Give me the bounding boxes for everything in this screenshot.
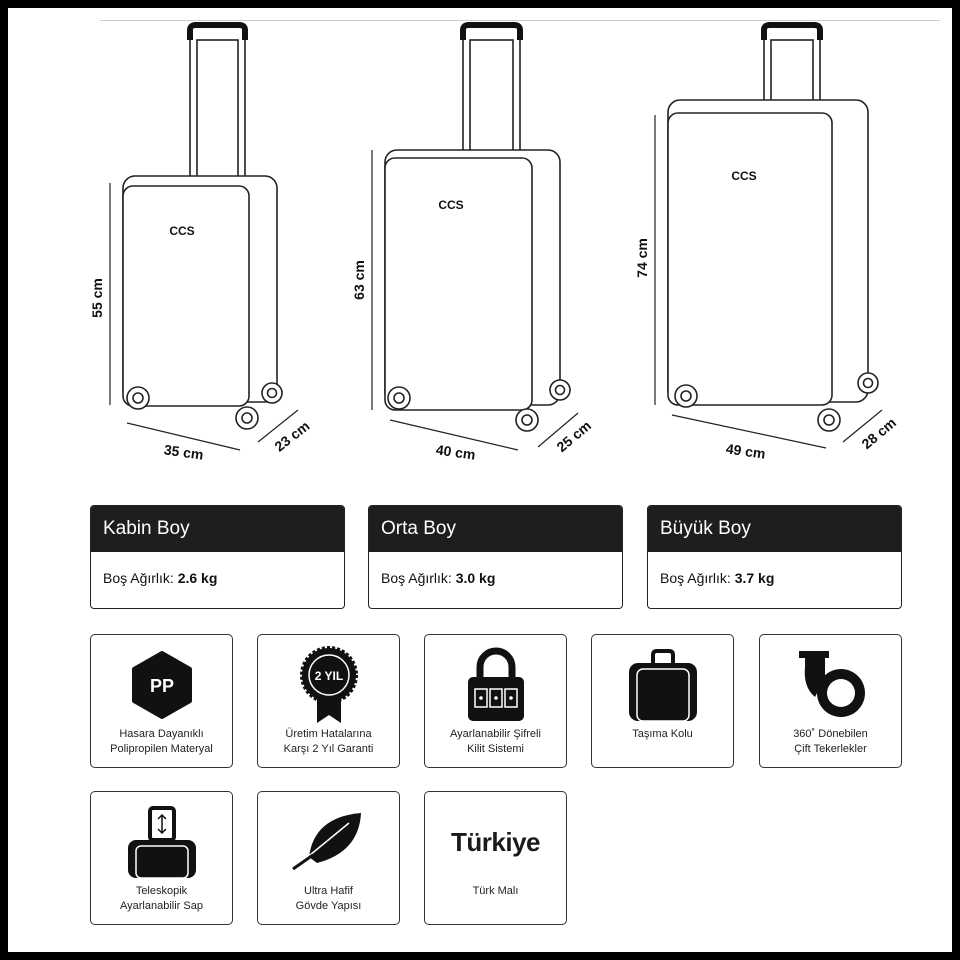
depth-label: 25 cm	[553, 417, 594, 455]
feather-icon	[291, 813, 361, 871]
feature-text: Ultra Hafif	[304, 885, 353, 897]
svg-text:PP: PP	[149, 676, 173, 696]
size-name: Kabin Boy	[91, 506, 344, 552]
weight-label: Boş Ağırlık:	[381, 570, 452, 586]
suitcase-cabin: CCS 55 cm 35 cm 23 cm	[89, 22, 312, 463]
brand-logo: CCS	[438, 198, 463, 212]
feature-carry-handle: Taşıma Kolu	[591, 634, 734, 768]
feature-text: Kilit Sistemi	[467, 743, 524, 755]
weight-value: 3.7 kg	[734, 570, 775, 586]
feature-text: Üretim Hatalarına	[285, 728, 372, 740]
height-label: 74 cm	[634, 238, 650, 278]
telescopic-handle-icon	[127, 806, 196, 879]
weight-label: Boş Ağırlık:	[660, 570, 731, 586]
weight-value: 3.0 kg	[455, 570, 496, 586]
feature-text: Karşı 2 Yıl Garanti	[283, 743, 374, 755]
brand-logo: CCS	[169, 224, 194, 238]
size-card-kabin: Kabin Boy Boş Ağırlık: 2.6 kg	[90, 505, 345, 609]
feature-text: Çift Tekerlekler	[794, 743, 867, 755]
divider	[100, 20, 940, 21]
carry-handle-icon	[628, 649, 697, 722]
suitcase-large: CCS 74 cm 49 cm 28 cm	[634, 22, 899, 462]
combination-lock-icon	[467, 647, 524, 721]
height-label: 55 cm	[89, 278, 105, 318]
size-name: Büyük Boy	[648, 506, 901, 552]
feature-text: Ayarlanabilir Şifreli	[450, 728, 541, 740]
feature-text: Polipropilen Materyal	[110, 743, 213, 755]
depth-label: 23 cm	[271, 418, 312, 455]
feature-text: Türk Malı	[472, 885, 519, 897]
size-name: Orta Boy	[369, 506, 622, 552]
width-label: 40 cm	[435, 441, 477, 462]
feature-made-in-turkey: Türkiye Türk Malı	[424, 791, 567, 925]
feature-text: Teleskopik	[135, 885, 188, 897]
feature-text: 360˚ Dönebilen	[793, 728, 868, 740]
feature-text: Ayarlanabilir Sap	[120, 900, 203, 912]
svg-text:2 YIL: 2 YIL	[314, 669, 342, 683]
suitcase-medium: CCS 63 cm 40 cm 25 cm	[351, 22, 594, 463]
weight-label: Boş Ağırlık:	[103, 570, 174, 586]
spinner-wheel-icon	[798, 651, 865, 717]
pp-hexagon-icon: PP	[131, 651, 192, 719]
warranty-rosette-icon: 2 YIL	[299, 646, 358, 723]
height-label: 63 cm	[351, 260, 367, 300]
depth-label: 28 cm	[858, 414, 899, 452]
weight-value: 2.6 kg	[177, 570, 218, 586]
width-label: 35 cm	[163, 441, 205, 462]
feature-text: Gövde Yapısı	[295, 900, 362, 912]
size-card-orta: Orta Boy Boş Ağırlık: 3.0 kg	[368, 505, 623, 609]
brand-logo: CCS	[731, 169, 756, 183]
feature-text: Taşıma Kolu	[632, 728, 693, 740]
size-card-buyuk: Büyük Boy Boş Ağırlık: 3.7 kg	[647, 505, 902, 609]
suitcase-illustrations: CCS 55 cm 35 cm 23 cm CCS 63 cm 40 cm 25…	[89, 22, 899, 463]
width-label: 49 cm	[725, 440, 767, 461]
feature-text: Hasara Dayanıklı	[119, 728, 204, 740]
turkiye-text-icon: Türkiye	[451, 826, 541, 857]
